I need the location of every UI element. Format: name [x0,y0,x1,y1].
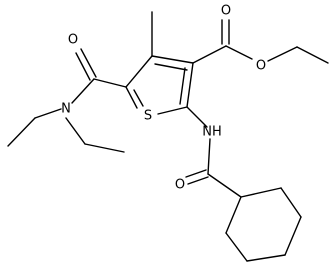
bonds [7,11,329,262]
bond-c5-s [125,86,138,109]
bond-amide-c-n [71,78,95,104]
cyclohexanoyl-oxygen: O [175,178,185,193]
bond-cy-c2-c3 [280,187,302,218]
ester-carbonyl-oxygen: O [221,4,231,19]
bond-c5-s-inner [133,89,144,107]
bond-n-ethyl1-ch2 [34,108,62,119]
bond-ch2-ch3 [296,46,329,64]
bond-amide-c-o-double-2 [75,52,91,81]
thiophene-sulfur: S [144,109,152,124]
bond-c3-c4-inner [154,63,188,71]
bond-ethyl1-ch2-ch3 [7,117,36,147]
bond-cy-c3-c4 [284,216,302,256]
bond-carbonyl-c-o-double [185,169,207,178]
bond-c2-c3 [186,62,194,108]
amide-nh: NH [202,125,222,140]
bond-amide-c-o-double [80,48,97,78]
amide-nitrogen: N [61,102,71,117]
bond-c4-c5 [125,55,153,88]
bond-c5-amide-c [93,78,127,88]
bond-c3-ester-c [192,45,227,64]
bond-n-ethyl2-ch2 [65,117,86,145]
bond-nh-carbonyl-c [207,138,211,175]
bond-ester-c-o-single [225,45,253,60]
bond-c2-nh [186,106,208,128]
ester-ether-oxygen: O [256,59,266,74]
bond-cy-c1-c2 [240,187,282,198]
bond-ethyl2-ch2-ch3 [84,143,125,153]
bond-cy-c6-c1 [225,196,242,234]
bond-carbonyl-c-ring-c1 [207,173,242,198]
bond-cy-c5-c6 [225,232,248,262]
bond-cy-c4-c5 [246,254,286,262]
bond-c2-c3-inner [179,67,186,105]
atom-labels: O O O N S NH O [61,4,266,193]
bond-c3-c4 [151,55,194,64]
bond-carbonyl-c-o-double-2 [187,176,209,185]
amide-carbonyl-oxygen: O [68,33,78,48]
bond-s-c2 [157,106,188,115]
bond-o-ch2 [267,46,298,62]
